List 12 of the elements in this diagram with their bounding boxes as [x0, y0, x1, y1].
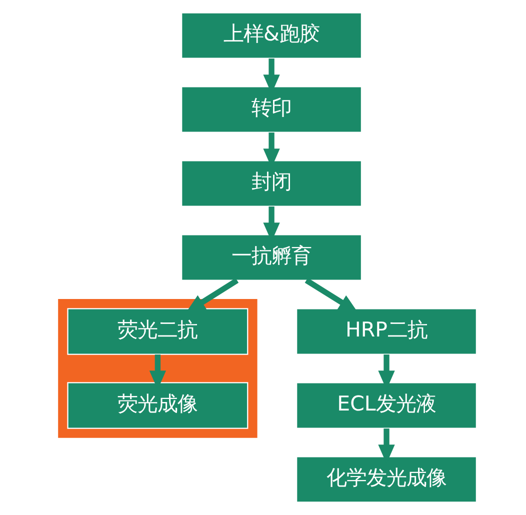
node-box: 转印	[181, 86, 362, 133]
arrow	[304, 278, 358, 312]
node-box: 上样&跑胶	[181, 12, 362, 59]
node-box: HRP二抗	[296, 308, 478, 355]
arrow	[186, 278, 239, 312]
node-box: ECL发光液	[296, 382, 478, 429]
node-box: 化学发光成像	[296, 456, 478, 503]
node-box: 一抗孵育	[181, 234, 362, 281]
cluster	[58, 299, 258, 438]
node-box: 封闭	[181, 160, 362, 207]
node-box: 荧光成像	[67, 382, 248, 429]
node-box: 荧光二抗	[67, 308, 248, 355]
